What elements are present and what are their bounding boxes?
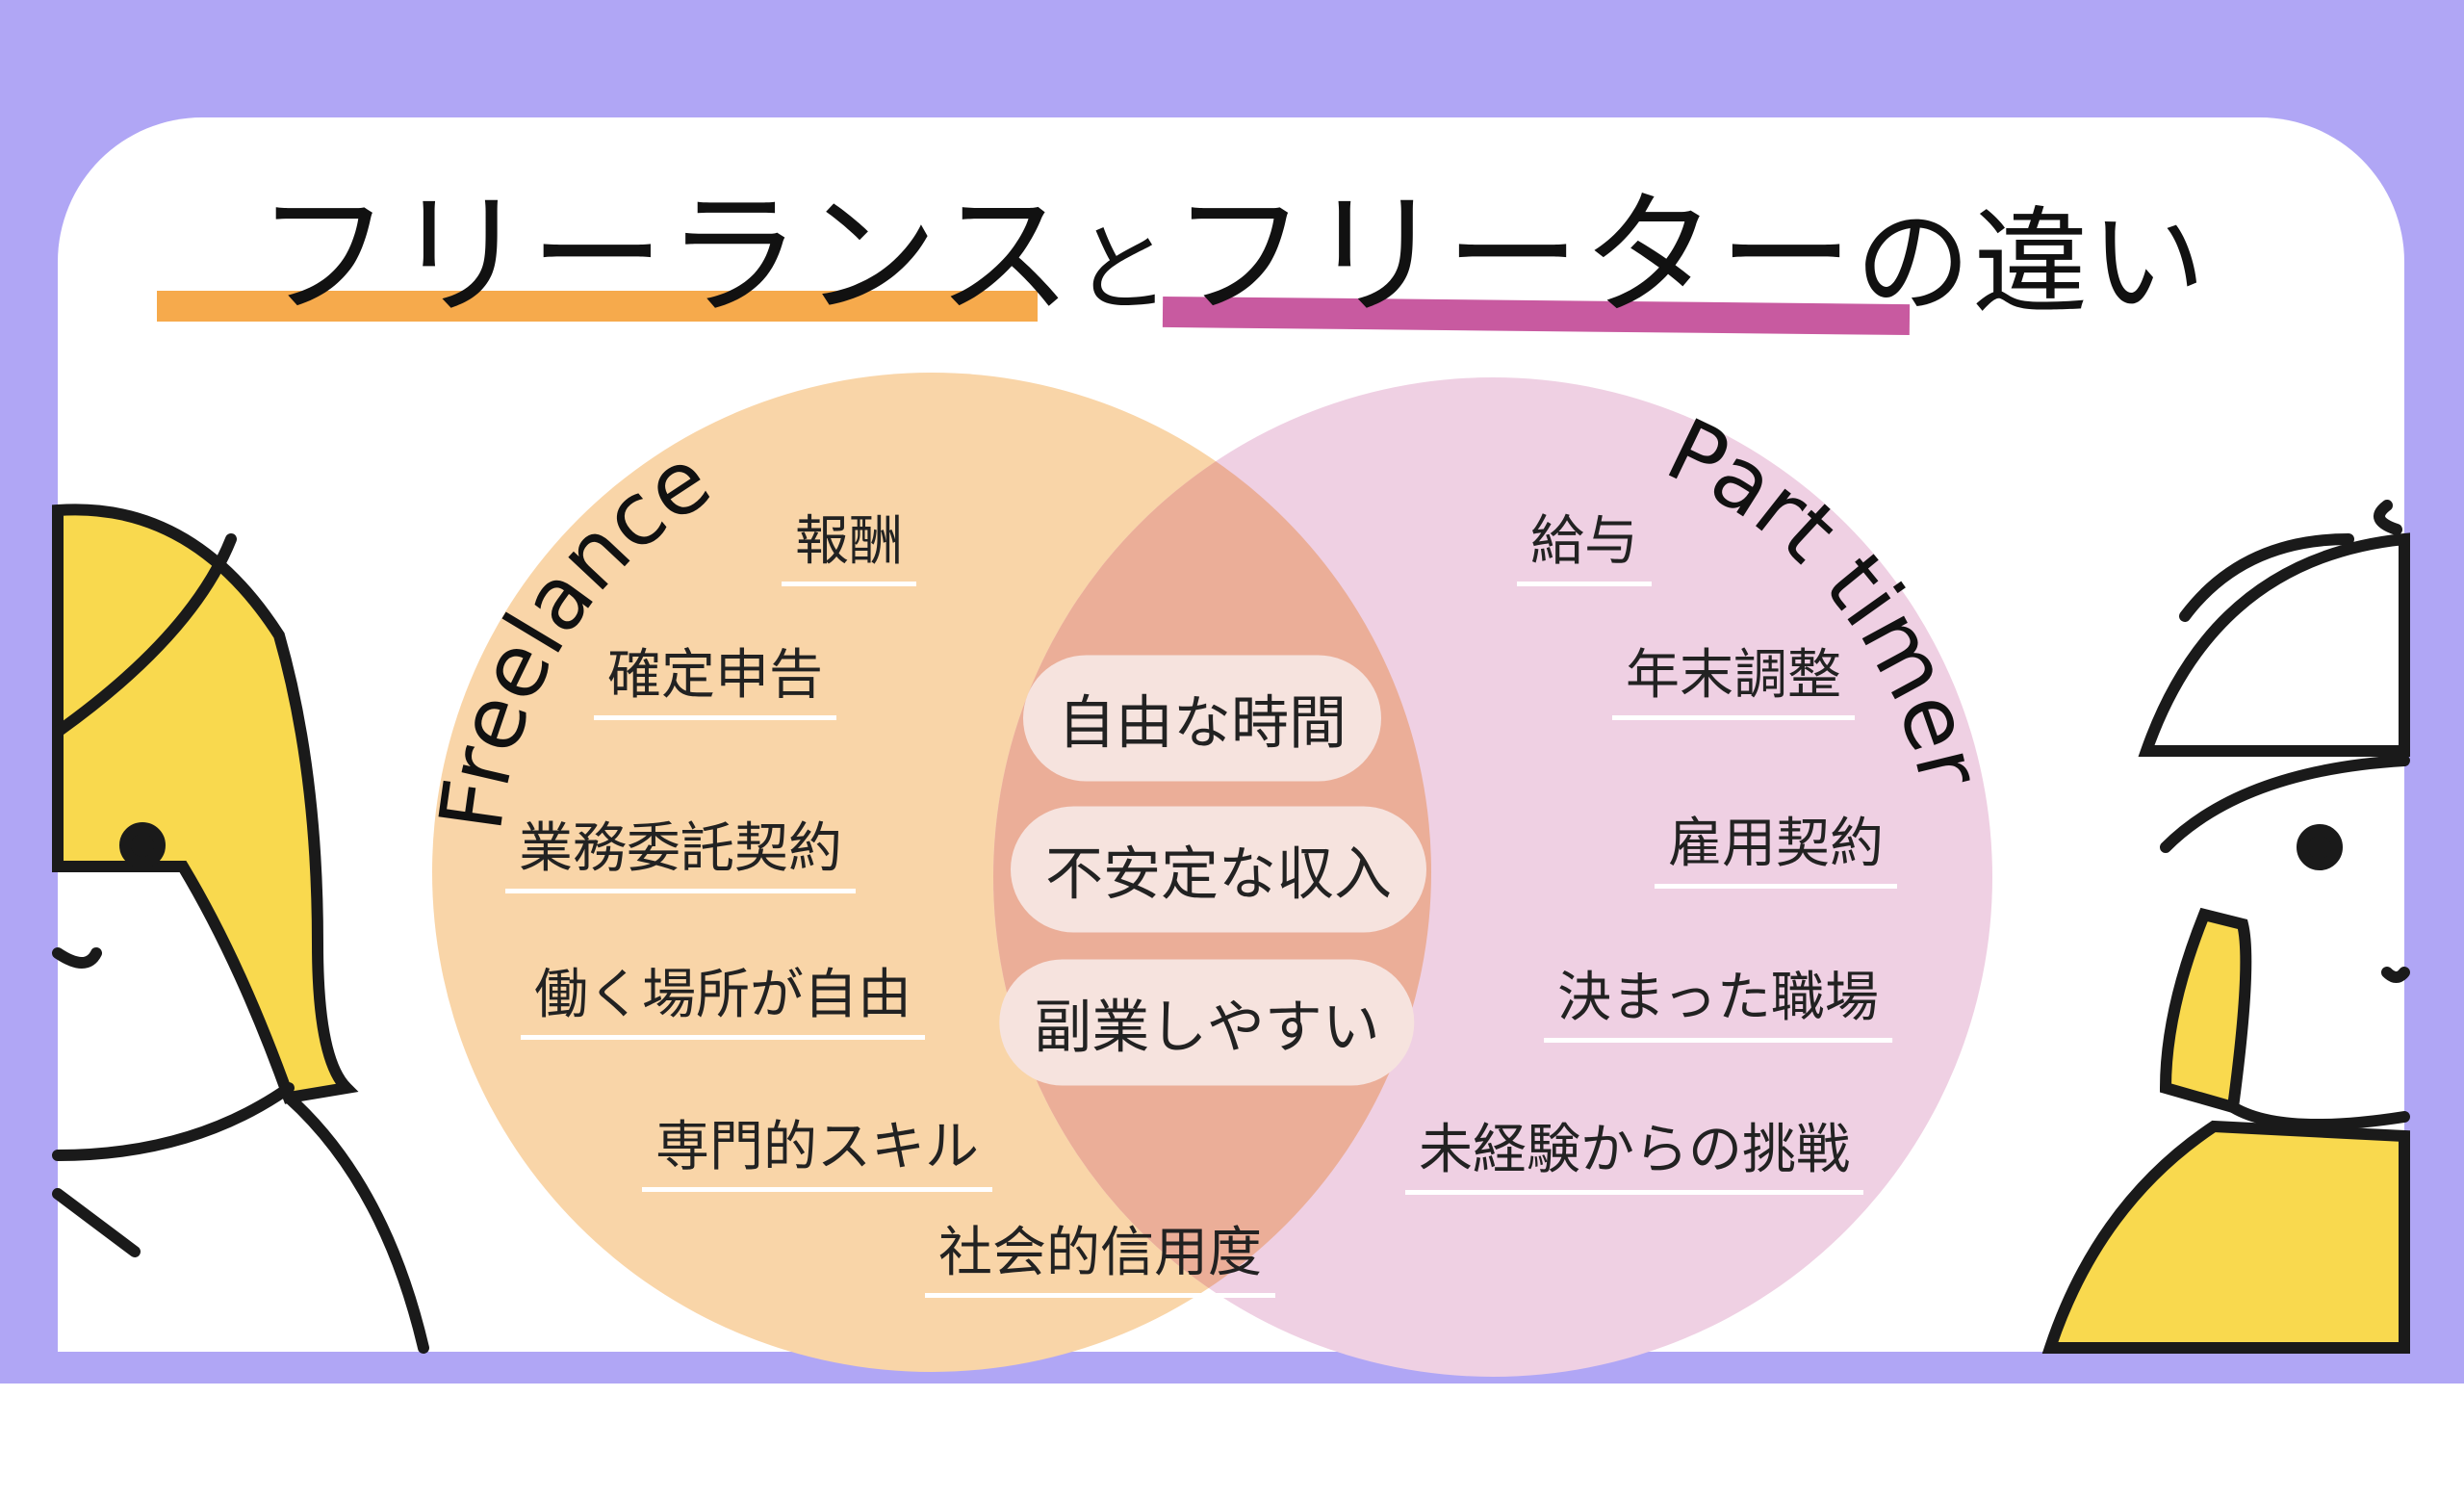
freelance-item: 報酬 xyxy=(782,498,916,586)
title-difference: の違い xyxy=(1855,196,2208,330)
part-timer-item: 雇用契約 xyxy=(1655,800,1897,889)
part-timer-item-text: 雇用契約 xyxy=(1668,813,1884,875)
part-timer-item-text: 未経験からの挑戦 xyxy=(1419,1119,1850,1181)
overlap-region xyxy=(993,377,1431,1372)
part-timer-item: 未経験からの挑戦 xyxy=(1405,1106,1863,1195)
freelance-item: 業務委託契約 xyxy=(505,805,856,893)
common-item: 不安定な収入 xyxy=(1018,814,1419,925)
part-timer-item: 決まった職場 xyxy=(1544,954,1892,1043)
part-timer-item: 給与 xyxy=(1517,498,1652,586)
title-part-timer: フリーター xyxy=(1171,178,1856,335)
part-timer-item-text: 年末調整 xyxy=(1626,644,1841,707)
shared-item-text: 社会的信用度 xyxy=(938,1222,1262,1284)
freelance-item-text: 報酬 xyxy=(795,510,903,573)
page-title: フリーランスとフリーターの違い xyxy=(0,185,2464,331)
common-item: 副業しやすい xyxy=(1007,967,1407,1078)
part-timer-illustration xyxy=(2041,500,2410,1354)
freelance-item-text: 働く場所が自由 xyxy=(534,964,911,1026)
freelance-item: 確定申告 xyxy=(594,632,836,720)
title-and: と xyxy=(1073,213,1172,325)
part-timer-item: 年末調整 xyxy=(1612,632,1855,720)
freelance-item-text: 確定申告 xyxy=(607,644,823,707)
title-underline-orange xyxy=(157,291,1038,322)
freelance-item-text: 専門的スキル xyxy=(655,1116,979,1178)
part-timer-item-text: 決まった職場 xyxy=(1557,967,1879,1029)
freelance-item: 働く場所が自由 xyxy=(521,951,925,1040)
freelance-item: 専門的スキル xyxy=(642,1103,992,1192)
common-item: 自由な時間 xyxy=(1031,662,1373,774)
part-timer-item-text: 給与 xyxy=(1530,510,1638,573)
common-item-text: 副業しやすい xyxy=(1034,994,1380,1062)
title-freelance: フリーランス xyxy=(256,178,1074,335)
shared-item: 社会的信用度 xyxy=(925,1209,1275,1298)
common-item-text: 不安定な収入 xyxy=(1045,841,1392,909)
freelancer-illustration xyxy=(52,504,429,1354)
freelance-item-text: 業務委託契約 xyxy=(519,817,842,880)
common-item-text: 自由な時間 xyxy=(1058,689,1347,758)
